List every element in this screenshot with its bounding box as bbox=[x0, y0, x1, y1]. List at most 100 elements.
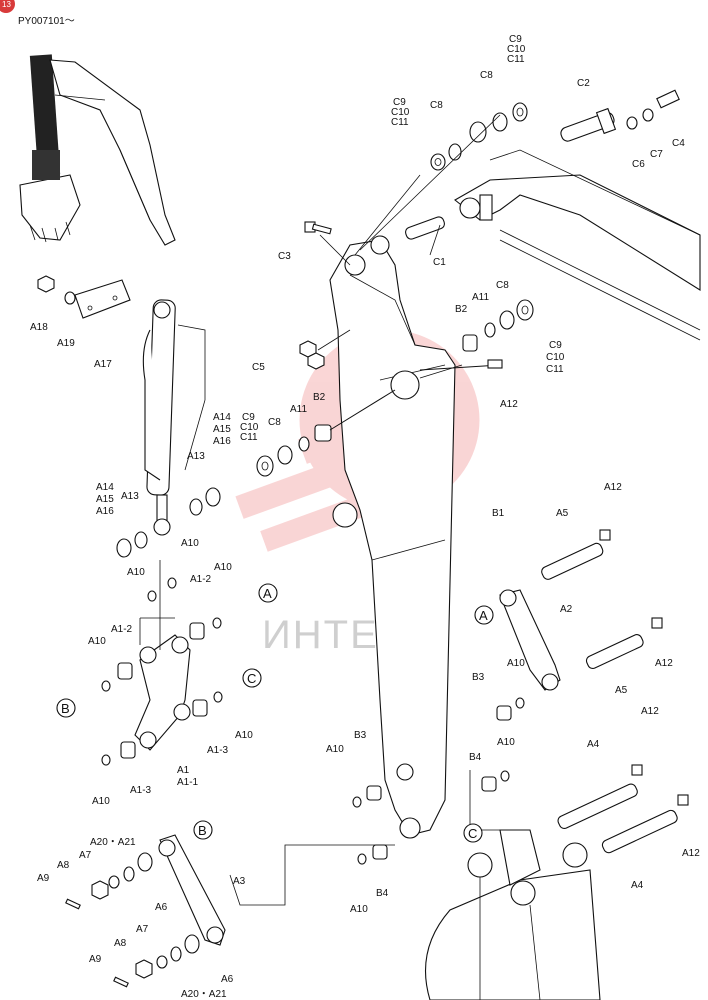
label-a1: A1 bbox=[177, 765, 190, 776]
label-a1-2-top: A1-2 bbox=[190, 574, 212, 585]
callout-c-left: C bbox=[242, 668, 262, 688]
label-b2-upper: B2 bbox=[455, 304, 468, 315]
label-c10-top-right: C10 bbox=[507, 44, 526, 55]
label-c5: C5 bbox=[252, 362, 265, 373]
label-a14-lower: A14 bbox=[96, 482, 114, 493]
label-a8-top: A8 bbox=[57, 860, 70, 871]
label-a1-1: A1-1 bbox=[177, 777, 199, 788]
callout-b-bottom: B bbox=[193, 820, 213, 840]
label-c6: C6 bbox=[632, 159, 645, 170]
arm-body-b1 bbox=[329, 235, 501, 839]
callout-a-right: A bbox=[474, 605, 494, 625]
pin-c2 bbox=[560, 107, 617, 142]
label-a7-top: A7 bbox=[79, 850, 92, 861]
label-a20a21-bottom: A20・A21 bbox=[181, 989, 227, 1000]
hydraulic-cylinder bbox=[142, 299, 206, 536]
label-a10-11: A10 bbox=[350, 904, 368, 915]
bucket-assembly bbox=[424, 829, 601, 1000]
washers-cylinder bbox=[116, 487, 221, 602]
washers-mid-right bbox=[462, 299, 534, 369]
bushings-b3-b4 bbox=[352, 770, 510, 865]
svg-text:A: A bbox=[479, 608, 488, 623]
label-c9-top-right: C9 bbox=[509, 34, 522, 45]
label-c3: C3 bbox=[278, 251, 291, 262]
label-a16-lower: A16 bbox=[96, 506, 114, 517]
label-c8-left-top: C8 bbox=[430, 100, 443, 111]
label-c11-mid-right: C11 bbox=[546, 364, 564, 375]
page-badge: 13 bbox=[0, 0, 15, 13]
svg-text:C: C bbox=[468, 826, 477, 841]
label-a17: A17 bbox=[94, 359, 112, 370]
callout-a-left: A bbox=[258, 583, 278, 603]
label-a16-upper: A16 bbox=[213, 436, 231, 447]
label-a10-10: A10 bbox=[92, 796, 110, 807]
bolt-a18 bbox=[37, 275, 76, 305]
label-a10-1: A10 bbox=[181, 538, 199, 549]
label-a11-upper: A11 bbox=[472, 292, 489, 303]
label-b1: B1 bbox=[492, 508, 505, 519]
label-c9-mid-right: C9 bbox=[549, 340, 562, 351]
label-a2: A2 bbox=[560, 604, 573, 615]
label-a4-top: A4 bbox=[587, 739, 600, 750]
label-a10-6: A10 bbox=[235, 730, 253, 741]
svg-text:C: C bbox=[247, 671, 256, 686]
label-c10-left-top: C10 bbox=[391, 107, 410, 118]
part-labels: C9 C10 C11 C8 C2 C6 C7 C4 C9 C10 C11 C8 … bbox=[30, 34, 700, 1000]
bolt-c3 bbox=[304, 221, 332, 235]
label-a12-mid: A12 bbox=[500, 399, 518, 410]
label-c10-mid-right: C10 bbox=[546, 352, 565, 363]
pin-a4-upper bbox=[557, 764, 643, 829]
pin-c1 bbox=[405, 216, 445, 240]
label-a10-7: A10 bbox=[326, 744, 344, 755]
plate-a17 bbox=[74, 279, 131, 319]
label-a20a21-top: A20・A21 bbox=[90, 837, 136, 848]
label-a14-upper: A14 bbox=[213, 412, 231, 423]
label-c4: C4 bbox=[672, 138, 685, 149]
boom-assembly bbox=[454, 149, 701, 341]
callout-c-right: C bbox=[463, 823, 483, 843]
label-a4-bottom: A4 bbox=[631, 880, 644, 891]
label-b4-center: B4 bbox=[376, 888, 389, 899]
label-a10-3: A10 bbox=[214, 562, 232, 573]
label-c1: C1 bbox=[433, 257, 446, 268]
label-a3: A3 bbox=[233, 876, 246, 887]
label-c11-left-mid: C11 bbox=[240, 432, 258, 443]
label-c9-left-mid: C9 bbox=[242, 412, 255, 423]
label-c2: C2 bbox=[577, 78, 590, 89]
label-a6-top: A6 bbox=[155, 902, 168, 913]
label-a18: A18 bbox=[30, 322, 48, 333]
label-c11-left-top: C11 bbox=[391, 117, 409, 128]
label-a10-2: A10 bbox=[127, 567, 145, 578]
label-a13-upper: A13 bbox=[187, 451, 205, 462]
pin-a5-upper bbox=[541, 529, 611, 580]
nuts-c5 bbox=[299, 340, 325, 370]
label-a12-right-top: A12 bbox=[604, 482, 622, 493]
label-a10-5: A10 bbox=[507, 658, 525, 669]
label-a1-3-bottom: A1-3 bbox=[130, 785, 152, 796]
label-a15-lower: A15 bbox=[96, 494, 114, 505]
label-a12-right-mid: A12 bbox=[655, 658, 673, 669]
label-c9-left-top: C9 bbox=[393, 97, 406, 108]
washers-mid-left bbox=[256, 389, 396, 477]
excavator-overview-illustration bbox=[19, 54, 176, 246]
label-a12-right-low: A12 bbox=[641, 706, 659, 717]
washers-top bbox=[430, 89, 680, 171]
label-a11-left-mid: A11 bbox=[290, 404, 307, 415]
serial-number: PY007101～ bbox=[18, 16, 75, 27]
label-b2-left-mid: B2 bbox=[313, 392, 326, 403]
label-a9-bottom: A9 bbox=[89, 954, 102, 965]
label-b3-center: B3 bbox=[354, 730, 367, 741]
label-a5-bottom: A5 bbox=[615, 685, 628, 696]
label-a10-4: A10 bbox=[88, 636, 106, 647]
label-a10-8: A10 bbox=[497, 737, 515, 748]
callout-b-left: B bbox=[56, 698, 76, 718]
label-a13-lower: A13 bbox=[121, 491, 139, 502]
svg-text:B: B bbox=[198, 823, 207, 838]
svg-text:13: 13 bbox=[2, 0, 11, 9]
label-b3-right: B3 bbox=[472, 672, 485, 683]
label-c7: C7 bbox=[650, 149, 663, 160]
svg-text:B: B bbox=[61, 701, 70, 716]
label-c11-top-right: C11 bbox=[507, 54, 525, 65]
